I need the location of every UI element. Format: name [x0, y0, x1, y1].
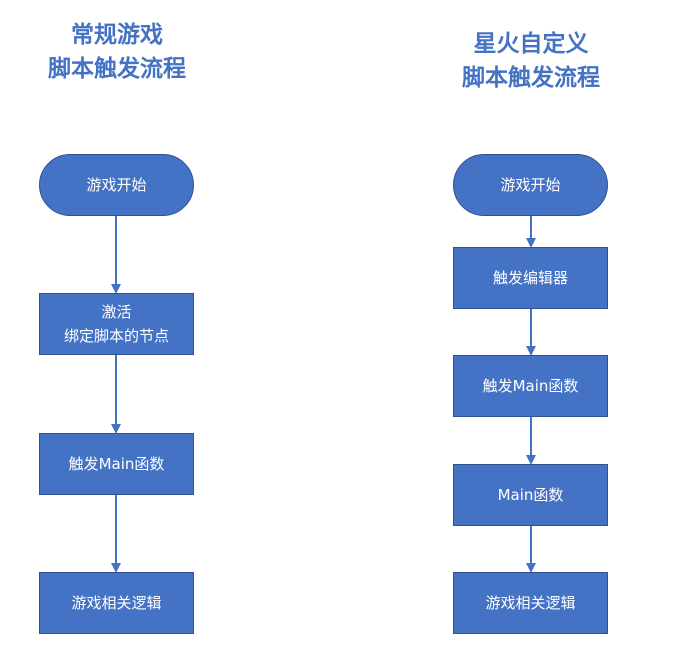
right-flow-title-line1: 星火自定义	[473, 31, 589, 57]
right-node-main-function: Main函数	[453, 464, 608, 526]
left-node-trigger-main: 触发Main函数	[39, 433, 194, 495]
right-node-game-start-label: 游戏开始	[500, 176, 561, 194]
left-flow-title-line1: 常规游戏	[71, 22, 163, 48]
right-node-trigger-editor-label: 触发编辑器	[492, 269, 568, 287]
left-node-game-start-label: 游戏开始	[86, 176, 147, 194]
left-node-activate: 激活 绑定脚本的节点	[39, 293, 194, 355]
right-node-game-start: 游戏开始	[453, 154, 608, 216]
right-node-game-logic-label: 游戏相关逻辑	[485, 594, 576, 612]
left-node-game-logic: 游戏相关逻辑	[39, 572, 194, 634]
left-node-game-start: 游戏开始	[39, 154, 194, 216]
right-node-game-logic: 游戏相关逻辑	[453, 572, 608, 634]
left-flow-title-line2: 脚本触发流程	[48, 56, 186, 82]
right-flow-title: 星火自定义 脚本触发流程	[430, 27, 632, 95]
right-node-trigger-main: 触发Main函数	[453, 355, 608, 417]
left-flow-title: 常规游戏 脚本触发流程	[17, 18, 217, 86]
left-node-activate-label-line1: 激活	[101, 303, 132, 321]
right-node-main-function-label: Main函数	[497, 486, 564, 504]
right-flow-title-line2: 脚本触发流程	[462, 65, 600, 91]
right-node-trigger-main-label: 触发Main函数	[482, 377, 579, 395]
left-node-trigger-main-label: 触发Main函数	[68, 455, 165, 473]
right-node-trigger-editor: 触发编辑器	[453, 247, 608, 309]
left-node-game-logic-label: 游戏相关逻辑	[71, 594, 162, 612]
left-node-activate-label-line2: 绑定脚本的节点	[63, 327, 169, 345]
